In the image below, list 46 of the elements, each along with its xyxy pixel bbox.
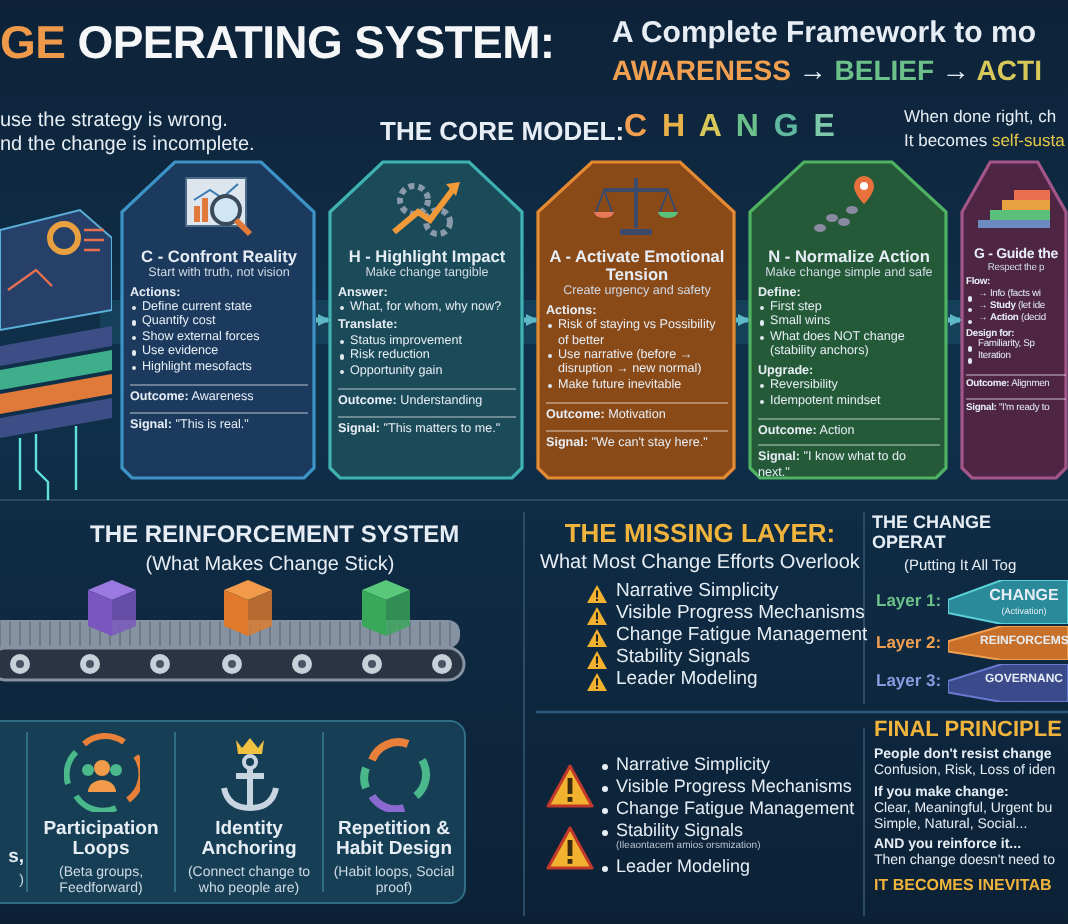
process-card xyxy=(748,160,948,480)
card-heading: Identity Anchoring xyxy=(199,820,299,862)
layer-label: CHANGE xyxy=(987,586,1061,605)
card-heading: A - Activate Emotional Tension xyxy=(547,248,727,285)
arrow xyxy=(524,314,538,326)
card-heading: Participation Loops xyxy=(41,820,161,862)
checklist-item: Visible Progress Mechanisms xyxy=(616,604,865,626)
stage-sequence: AWARENESS → BELIEF → ACTI xyxy=(612,54,1042,87)
arrow xyxy=(736,314,750,326)
conclusion-text: IT BECOMES INEVITAB xyxy=(874,875,1054,895)
section-heading: THE MISSING LAYER: xyxy=(562,520,838,550)
card-heading: C - Confront Reality xyxy=(139,248,299,267)
section-subheading: (What Makes Change Stick) xyxy=(143,554,397,577)
intro-text: use the strategy is wrong. xyxy=(0,110,228,133)
bullet-item: Change Fatigue Management xyxy=(600,798,855,819)
acronym-heading: C H A N G E xyxy=(624,110,838,147)
section-heading: THE CORE MODEL: xyxy=(380,118,625,148)
checklist-item: Leader Modeling xyxy=(616,670,758,692)
process-card xyxy=(120,160,316,480)
arrow xyxy=(948,314,962,326)
card-heading: N - Normalize Action xyxy=(766,248,932,267)
bullet-item: Narrative Simplicity xyxy=(600,754,771,775)
intro-text: nd the change is incomplete. xyxy=(0,134,255,157)
process-card xyxy=(536,160,736,480)
subtitle: A Complete Framework to mo xyxy=(612,16,1036,51)
bullet-item: Leader Modeling xyxy=(600,856,751,877)
layer-number: Layer 2: xyxy=(876,634,942,654)
title: GE OPERATING SYSTEM: xyxy=(0,16,555,69)
card-heading: s, xyxy=(6,848,24,869)
section-heading: THE CHANGE OPERAT xyxy=(872,512,994,554)
card-heading: Repetition & Habit Design xyxy=(333,820,455,862)
bullet-item: Visible Progress Mechanisms xyxy=(600,776,852,797)
section-heading: FINAL PRINCIPLE xyxy=(874,718,1064,744)
card-heading: H - Highlight Impact xyxy=(346,248,508,267)
layer-number: Layer 3: xyxy=(876,672,942,692)
layer-number: Layer 1: xyxy=(876,592,942,612)
note-text: When done right, ch xyxy=(904,108,1057,128)
process-card xyxy=(960,160,1068,480)
process-card xyxy=(328,160,524,480)
bullet-item: Stability Signals xyxy=(600,820,744,841)
arrow xyxy=(316,314,330,326)
checklist-item: Change Fatigue Management xyxy=(616,626,868,648)
section-subheading: What Most Change Efforts Overlook xyxy=(540,552,860,575)
checklist-item: Narrative Simplicity xyxy=(616,582,779,604)
note-text: It becomes self-susta xyxy=(904,132,1065,152)
checklist-item: Stability Signals xyxy=(616,648,751,670)
